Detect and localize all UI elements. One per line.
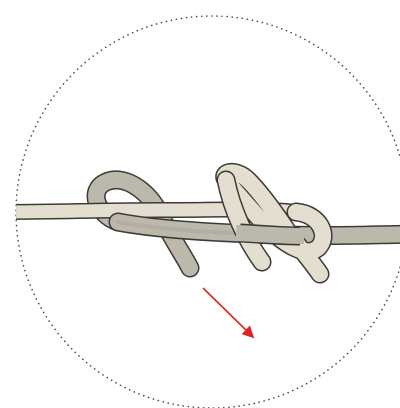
light-rope-tail bbox=[216, 170, 272, 272]
dark-rope-over-crossing bbox=[235, 223, 305, 246]
dotted-circle-frame bbox=[15, 15, 400, 408]
pull-direction-arrow-icon bbox=[202, 287, 255, 339]
knot bbox=[16, 163, 400, 284]
